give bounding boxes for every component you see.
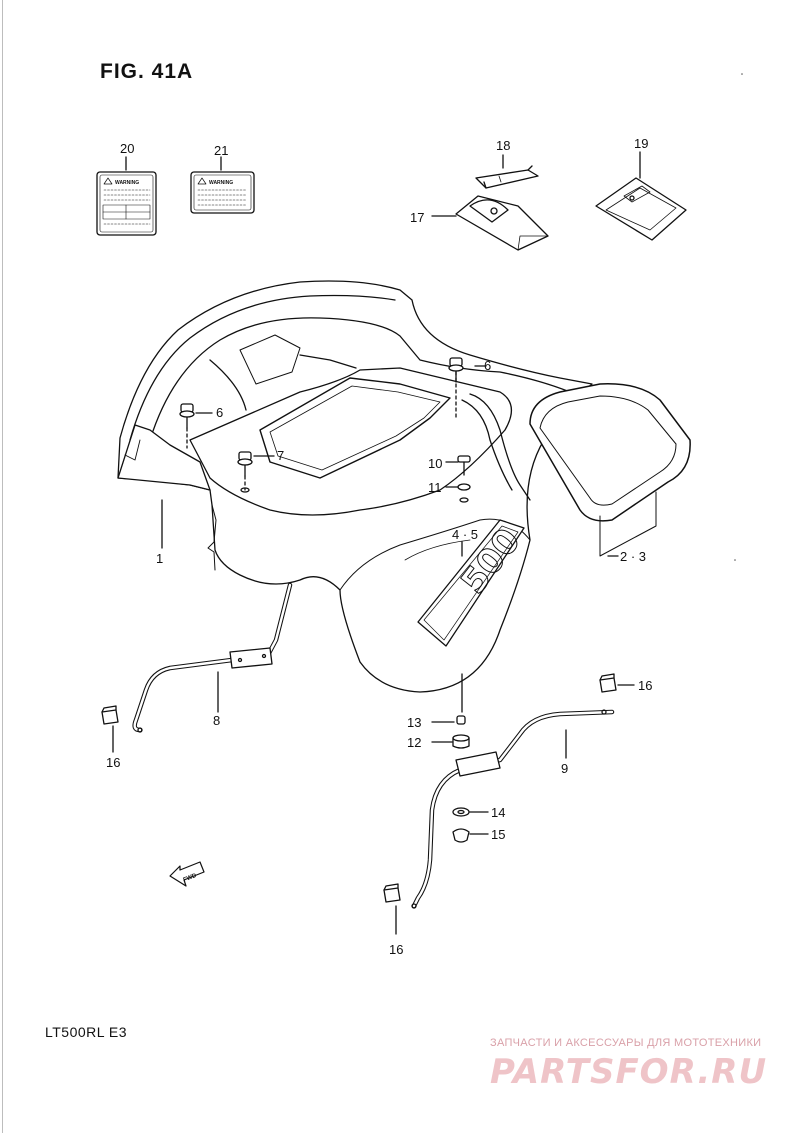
callout-2-3: 2 · 3 bbox=[620, 549, 647, 564]
callout-14: 14 bbox=[491, 805, 506, 820]
callout-7: 7 bbox=[277, 448, 285, 463]
callout-19: 19 bbox=[634, 136, 649, 151]
clip-part-16-left bbox=[101, 705, 119, 725]
callout-11: 11 bbox=[428, 480, 442, 495]
model-code: LT500RL E3 bbox=[45, 1024, 128, 1040]
strap-part-18 bbox=[475, 165, 539, 189]
warning-text-20: WARNING bbox=[115, 180, 139, 186]
callout-15: 15 bbox=[491, 827, 506, 842]
callout-12: 12 bbox=[407, 735, 422, 750]
fender-stay-part-8 bbox=[132, 582, 293, 733]
tool-bag-part-17 bbox=[455, 195, 549, 251]
callout-20: 20 bbox=[120, 141, 135, 156]
clip-part-16-right bbox=[599, 673, 617, 693]
callout-21: 21 bbox=[214, 143, 229, 158]
rear-panel-part-2-3 bbox=[529, 383, 691, 557]
callout-6-right: 6 bbox=[484, 358, 492, 373]
callout-4-5: 4 · 5 bbox=[452, 527, 479, 542]
nut-part-13 bbox=[456, 715, 466, 725]
callout-6-left: 6 bbox=[216, 405, 224, 420]
callout-16-bottom: 16 bbox=[389, 942, 404, 957]
warning-label-21: WARNING bbox=[190, 171, 255, 214]
callout-16-right: 16 bbox=[638, 678, 653, 693]
page-edge-line bbox=[2, 0, 3, 1133]
callout-10: 10 bbox=[428, 456, 443, 471]
rear-fender-part-1 bbox=[117, 280, 593, 693]
clip-part-16-bottom bbox=[383, 883, 401, 903]
washer-part-14 bbox=[452, 807, 470, 817]
callout-1: 1 bbox=[156, 551, 164, 566]
speck bbox=[741, 73, 743, 75]
badge-part-4-5: 500 bbox=[417, 519, 529, 647]
callout-18: 18 bbox=[496, 138, 511, 153]
callout-8: 8 bbox=[213, 713, 221, 728]
callout-13: 13 bbox=[407, 715, 422, 730]
warning-label-20: WARNING bbox=[96, 171, 157, 236]
damper-part-12 bbox=[452, 734, 470, 749]
fwd-arrow-icon: FWD bbox=[169, 861, 205, 887]
watermark-tagline: ЗАПЧАСТИ И АКСЕССУАРЫ ДЛЯ МОТОТЕХНИКИ bbox=[490, 1037, 762, 1049]
nut-part-15 bbox=[452, 828, 470, 843]
fwd-label: FWD bbox=[183, 873, 199, 884]
speck bbox=[734, 559, 736, 561]
fender-stay-part-9 bbox=[411, 709, 615, 909]
callout-16-left: 16 bbox=[106, 755, 121, 770]
callout-17: 17 bbox=[410, 210, 425, 225]
bolt-part-10 bbox=[457, 455, 471, 503]
pouch-part-19 bbox=[595, 177, 687, 241]
bolt-part-6-left bbox=[179, 403, 195, 429]
warning-text-21: WARNING bbox=[209, 180, 233, 186]
watermark-brand: PARTSFOR.RU bbox=[490, 1052, 768, 1092]
callout-9: 9 bbox=[561, 761, 569, 776]
figure-title: FIG. 41A bbox=[100, 60, 194, 83]
